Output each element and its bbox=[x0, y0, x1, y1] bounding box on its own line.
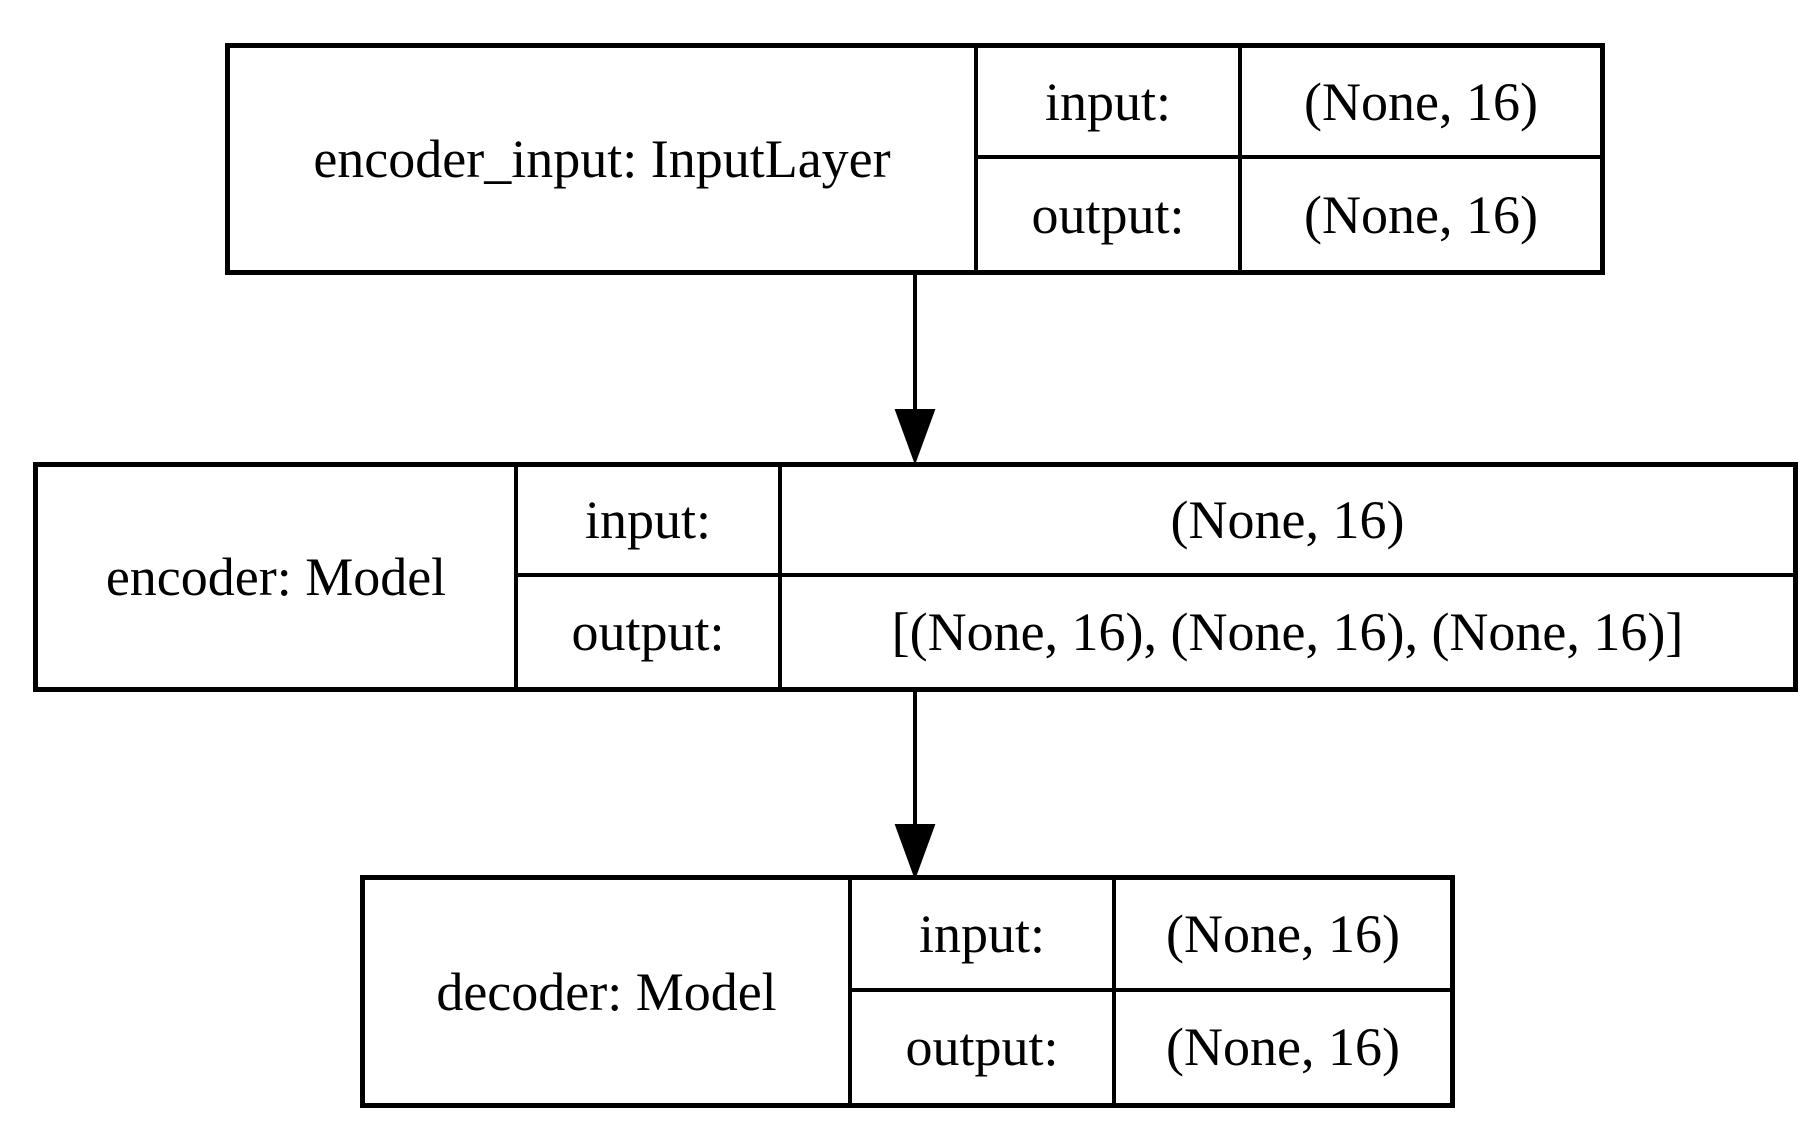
output-label: output: bbox=[571, 602, 725, 662]
input-shape-value: (None, 16) bbox=[1112, 880, 1450, 992]
node-name: encoder_input: InputLayer bbox=[230, 48, 978, 270]
output-shape-value: [(None, 16), (None, 16), (None, 16)] bbox=[778, 577, 1793, 687]
edge-arrow-encoder-to-decoder bbox=[894, 690, 936, 880]
edge-arrow-encoder-input-to-encoder bbox=[894, 272, 936, 465]
output-shape-value: (None, 16) bbox=[1238, 159, 1600, 270]
output-label: output: bbox=[1031, 184, 1185, 245]
output-shape-value: (None, 16) bbox=[1112, 991, 1450, 1103]
input-shape-value: (None, 16) bbox=[1238, 48, 1600, 159]
layer-node-decoder: decoder: Model input: (None, 16) output:… bbox=[360, 875, 1455, 1108]
input-label: input: bbox=[978, 48, 1238, 159]
layer-node-encoder: encoder: Model input: (None, 16) output:… bbox=[33, 462, 1798, 692]
input-shape-value: (None, 16) bbox=[778, 467, 1793, 577]
output-label: output: bbox=[905, 1017, 1059, 1078]
input-label: input: bbox=[852, 880, 1112, 992]
input-label: input: bbox=[518, 467, 778, 577]
layer-node-encoder-input: encoder_input: InputLayer input: (None, … bbox=[225, 43, 1605, 275]
node-name: encoder: Model bbox=[38, 467, 518, 687]
node-name: decoder: Model bbox=[365, 880, 852, 1103]
